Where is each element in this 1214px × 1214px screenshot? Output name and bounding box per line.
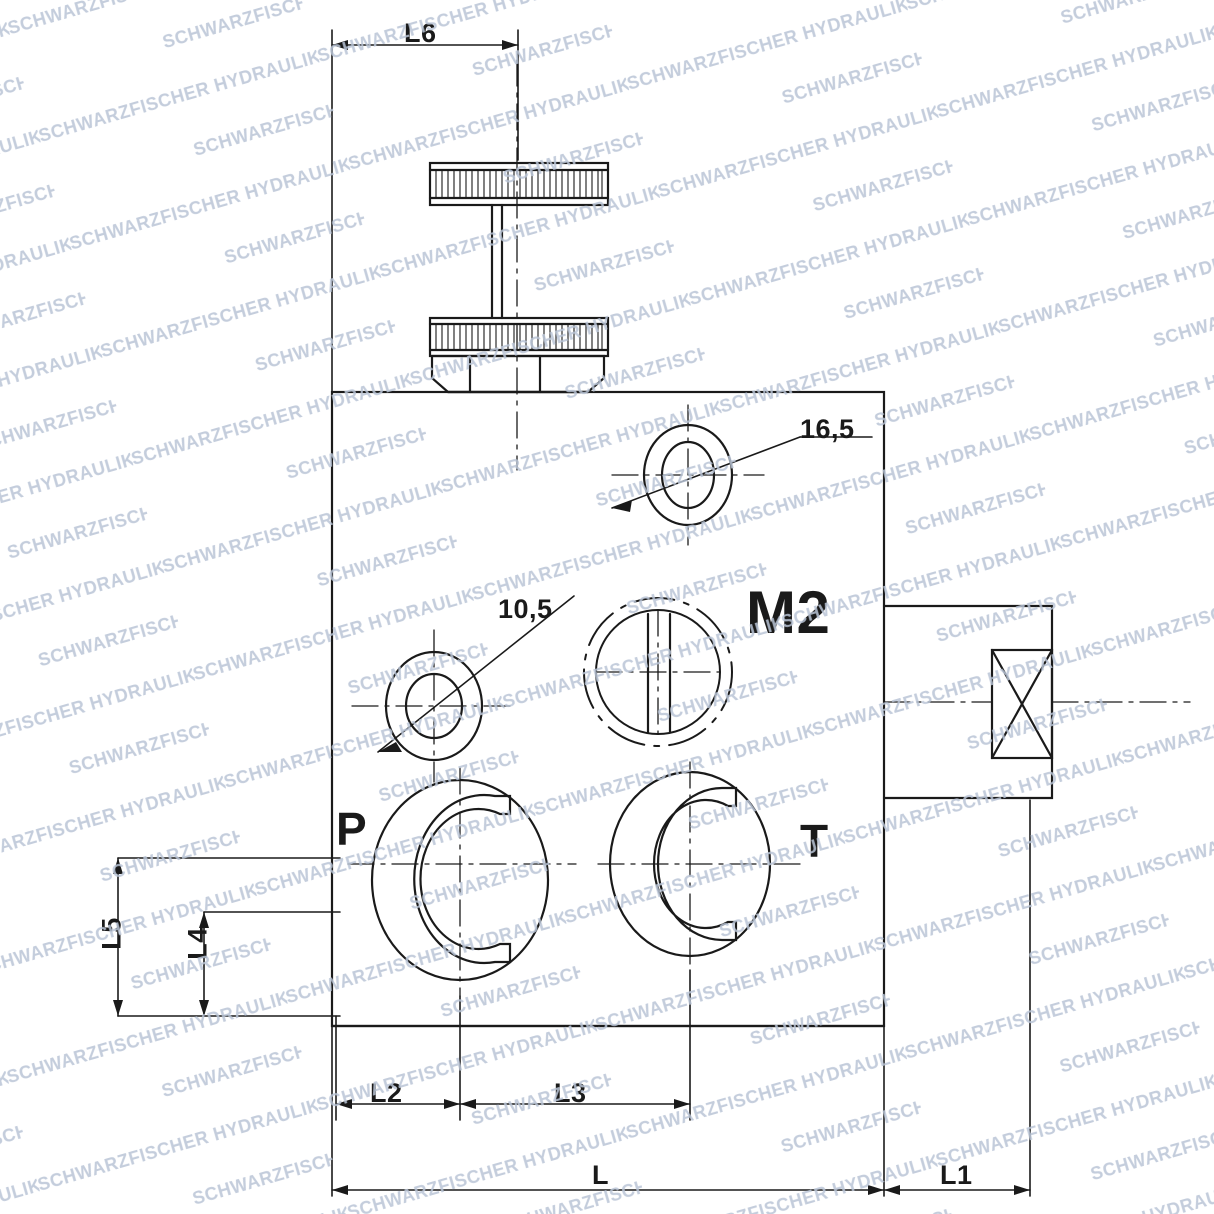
dimension-l1 [883, 799, 1031, 1197]
hex-nut [430, 354, 606, 394]
port-p [347, 767, 577, 997]
side-boss [882, 604, 1191, 800]
adjust-stem [490, 203, 504, 320]
m2-thread-circle [583, 597, 733, 747]
label-l6: L6 [404, 18, 437, 48]
label-port-t: T [800, 815, 829, 867]
label-l3: L3 [554, 1078, 587, 1108]
label-dim-10-5: 10,5 [498, 594, 553, 624]
label-l1: L1 [940, 1160, 973, 1190]
label-port-p: P [336, 803, 368, 855]
adjust-knob-lower [428, 316, 610, 358]
label-dim-16-5: 16,5 [800, 414, 855, 444]
adjust-knob-upper [428, 161, 610, 207]
port-t [597, 761, 807, 971]
label-l5: L5 [96, 917, 127, 950]
label-m2: M2 [746, 579, 831, 646]
label-l4: L4 [182, 927, 213, 960]
label-l: L [592, 1160, 609, 1190]
label-l2: L2 [370, 1078, 403, 1108]
dimension-l4 [199, 911, 341, 1017]
dimension-l5 [113, 857, 341, 1017]
